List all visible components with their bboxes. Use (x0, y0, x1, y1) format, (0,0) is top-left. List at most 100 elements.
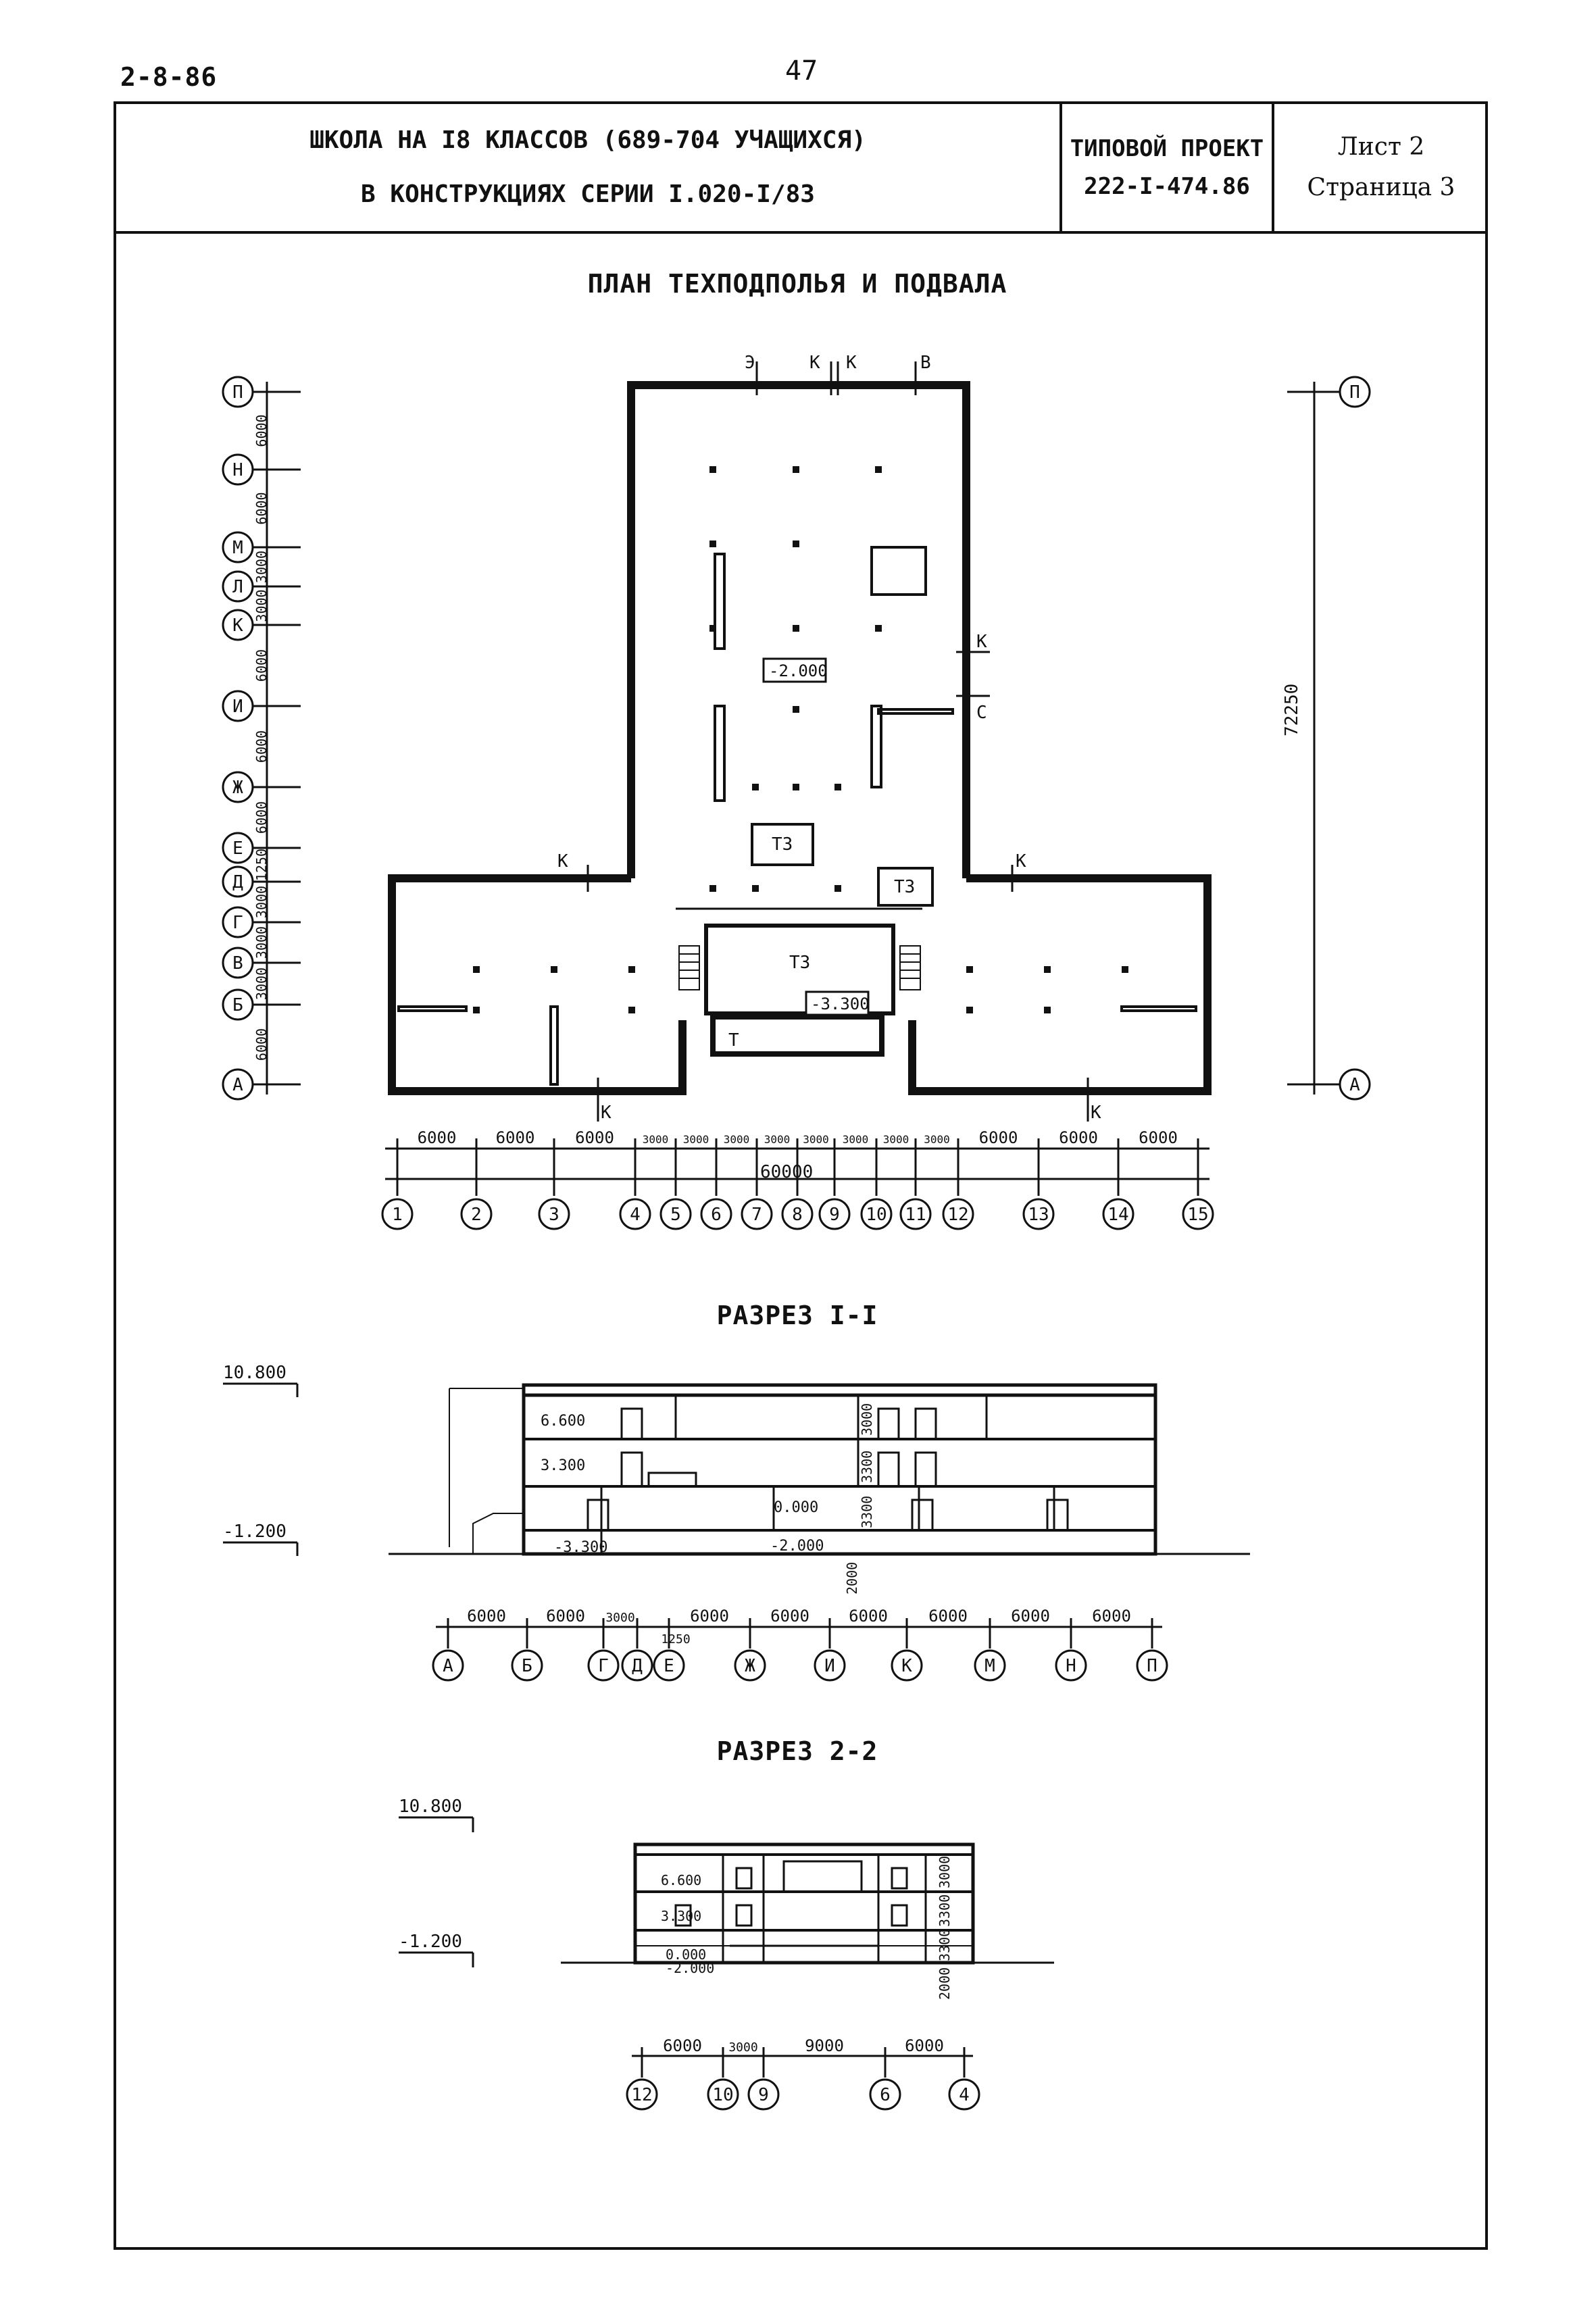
s1-axis-8-bubble (974, 1649, 1006, 1682)
section-2-drawing (399, 1816, 1054, 1967)
marker-k-south-1: К (601, 1103, 612, 1123)
section-2-labels: 10.800 -1.200 6.600 3.300 0.000 -2.000 3… (399, 1796, 953, 2000)
s2-level-0: 6.600 (661, 1872, 701, 1888)
plan-left-dim-5: 6000 (253, 730, 270, 763)
s1-level-4: -2.000 (770, 1538, 824, 1555)
s1-axis-2-bubble (587, 1649, 620, 1682)
title-block-sheet: Лист 2 Страница 3 (1274, 101, 1488, 234)
plan-axis-3-bubble (222, 570, 254, 603)
plan-bottom-dim-2: 6000 (575, 1128, 614, 1147)
level-box-main (762, 657, 827, 683)
title-line-2: В КОНСТРУКЦИЯХ СЕРИИ I.020-I/83 (361, 180, 815, 208)
s1-axis-0-label: А (443, 1656, 453, 1676)
s2-axis-0-bubble (626, 2078, 658, 2111)
plan-bottom-axis-8-bubble (818, 1198, 851, 1230)
s1-axis-4-bubble (653, 1649, 685, 1682)
plan-bottom-axis-12-bubble (1022, 1198, 1055, 1230)
plan-axis-5-label: И (232, 697, 243, 717)
s1-axis-10-label: П (1147, 1656, 1157, 1676)
s2-axis-4-bubble (948, 2078, 980, 2111)
level-box-basement (805, 990, 870, 1016)
section-1-title: РАЗРЕЗ I-I (716, 1301, 878, 1330)
plan-bottom-axis-4-bubble (659, 1198, 692, 1230)
s1-dim-5: 6000 (770, 1607, 809, 1626)
page-label: Страница 3 (1307, 174, 1455, 201)
plan-axis-12-label: А (232, 1075, 243, 1095)
plan-left-dim-1: 6000 (253, 492, 270, 524)
plan-axis-6-bubble (222, 771, 254, 803)
s2-level-ground: -1.200 (399, 1932, 462, 1952)
plan-bottom-axis-14-label: 15 (1187, 1205, 1208, 1225)
sheet-label: Лист 2 (1337, 133, 1425, 161)
stairs-west (678, 945, 700, 990)
plan-axis-8-label: Д (232, 872, 243, 892)
plan-bottom-axis-10-bubble (899, 1198, 932, 1230)
west-wing-walls (388, 874, 687, 1095)
s2-axis-3-label: 6 (880, 2085, 891, 2105)
plan-axis-0-label: П (232, 382, 243, 403)
room-t3-label-3: Т3 (789, 953, 810, 973)
s1-level-0: 6.600 (541, 1413, 585, 1430)
plan-right-axis-1-bubble (1339, 1068, 1371, 1101)
s1-dim-9: 6000 (1092, 1607, 1131, 1626)
plan-axis-11-label: Б (232, 995, 243, 1015)
title-block-project: ТИПОВОЙ ПРОЕКТ 222-I-474.86 (1059, 101, 1274, 234)
plan-bottom-axis-9-label: 10 (866, 1205, 887, 1225)
s2-height-1: 3300 (937, 1894, 953, 1927)
plan-axis-9-bubble (222, 906, 254, 938)
room-t3-label-1: Т3 (772, 834, 793, 855)
section-1-labels: 10.800 -1.200 6.600 3.300 0.000 -3.300 -… (223, 1363, 875, 1594)
marker-k-top-1: К (809, 353, 820, 373)
plan-bottom-dim-11: 6000 (979, 1128, 1018, 1147)
s2-level-2: 0.000 (666, 1946, 706, 1963)
s1-axis-6-label: И (824, 1656, 835, 1676)
plan-bottom-axis-2-bubble (538, 1198, 570, 1230)
section-1-drawing (223, 1382, 1250, 1556)
plan-axis-11-bubble (222, 988, 254, 1021)
left-axis-grid: ПНМЛКИЖЕДГВБА600060003000300060006000600… (222, 376, 301, 1101)
plan-bottom-dim-13: 6000 (1139, 1128, 1178, 1147)
interior-partitions (397, 546, 1197, 1086)
level-basement: -3.300 (811, 995, 870, 1013)
east-wing-walls (908, 874, 1212, 1095)
plan-bottom-dim-7: 3000 (803, 1133, 829, 1146)
s2-height-0: 3000 (937, 1856, 953, 1888)
plan-left-dim-2: 3000 (253, 551, 270, 583)
s1-dim-8: 6000 (1011, 1607, 1050, 1626)
s1-axis-7-bubble (891, 1649, 923, 1682)
marker-k-west: К (557, 851, 568, 872)
plan-bottom-axis-6-label: 7 (751, 1205, 762, 1225)
s2-axis-2-bubble (747, 2078, 780, 2111)
marker-e: Э (745, 353, 755, 373)
s1-dim-4: 6000 (690, 1607, 729, 1626)
s2-level-3: -2.000 (666, 1960, 714, 1976)
plan-axis-4-label: К (232, 615, 243, 636)
s1-dim-7: 6000 (928, 1607, 968, 1626)
document-code: 2-8-86 (120, 62, 218, 92)
plan-left-dim-6: 6000 (253, 801, 270, 834)
plan-bottom-axis-9-bubble (860, 1198, 893, 1230)
s2-axis-4-label: 4 (959, 2085, 970, 2105)
plan-axis-12-bubble (222, 1068, 254, 1101)
marker-k-east-wing: К (1016, 851, 1026, 872)
marker-k-south-2: К (1091, 1103, 1101, 1123)
plan-bottom-axis-3-bubble (619, 1198, 651, 1230)
plan-bottom-axis-5-label: 6 (711, 1205, 722, 1225)
plan-axis-1-bubble (222, 453, 254, 486)
room-t-label: Т (728, 1030, 739, 1051)
s1-dim-1: 6000 (546, 1607, 585, 1626)
s1-axis-1-bubble (511, 1649, 543, 1682)
plan-bottom-axis-12-label: 13 (1028, 1205, 1049, 1225)
s1-dim-6: 6000 (849, 1607, 888, 1626)
s1-height-3: 2000 (844, 1562, 860, 1594)
s1-axis-4-label: Е (664, 1656, 674, 1676)
s1-level-1: 3.300 (541, 1457, 585, 1474)
s1-axis-2-label: Г (598, 1656, 609, 1676)
s1-height-1: 3300 (859, 1451, 875, 1483)
plan-bottom-dim-12: 6000 (1059, 1128, 1098, 1147)
plan-labels: Э К К В К С К К К К -2.000 -3.300 Т3 Т3 … (557, 353, 1302, 1182)
s1-axis-5-label: Ж (745, 1656, 755, 1676)
plan-axis-5-bubble (222, 690, 254, 722)
